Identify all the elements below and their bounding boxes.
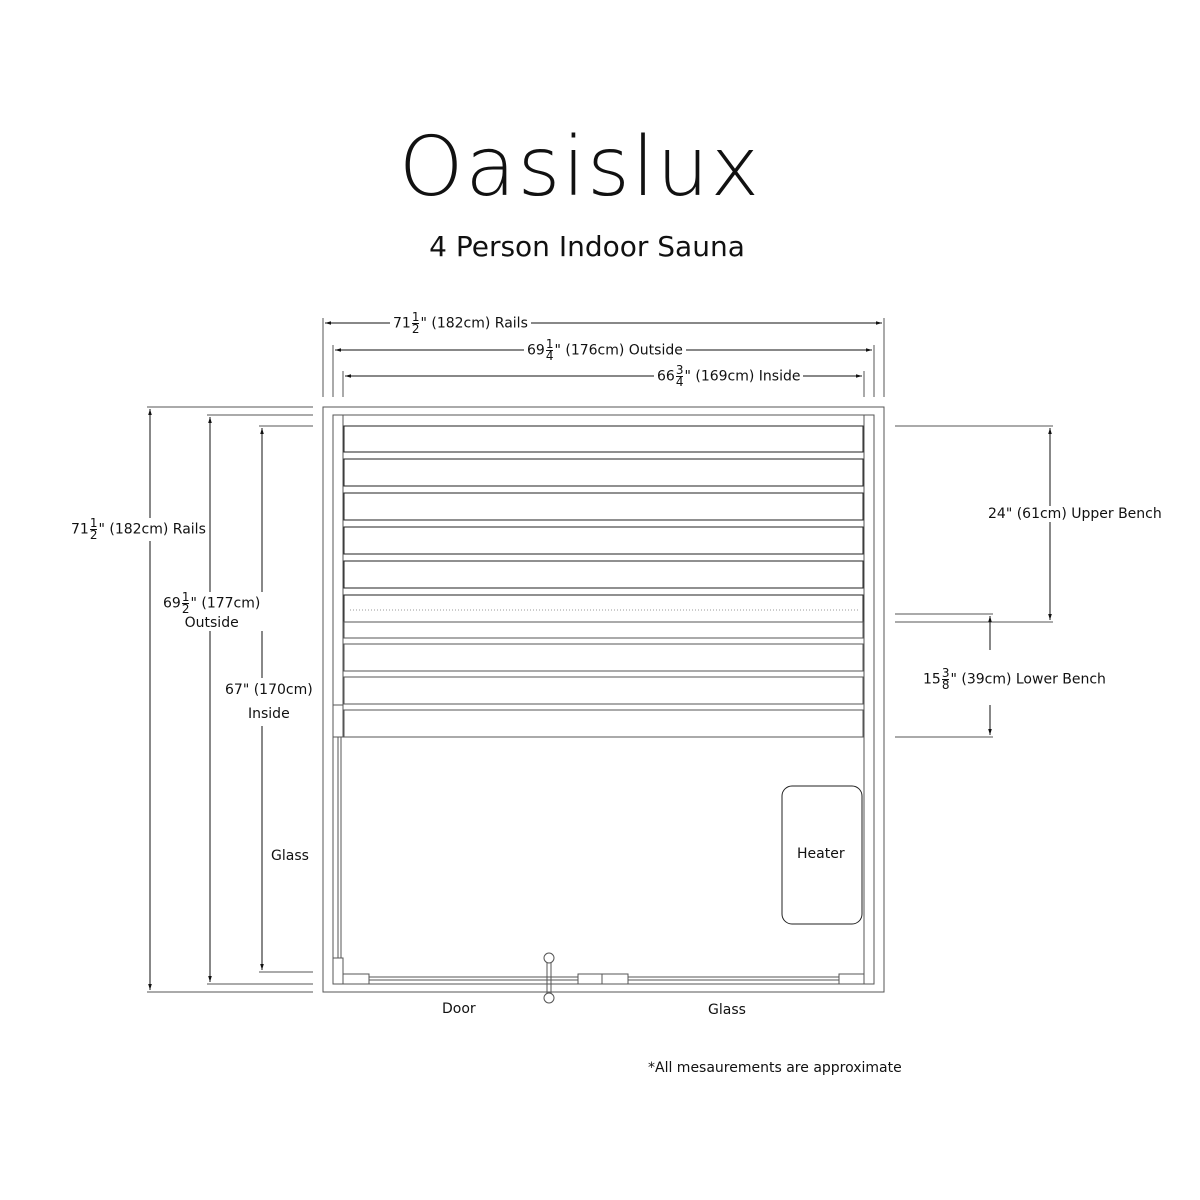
- heater: [781, 785, 863, 925]
- brand-title: Oasislux: [398, 120, 762, 215]
- label-glass-left: Glass: [268, 848, 312, 864]
- door-handle: [543, 952, 555, 1004]
- measurement-note: *All mesaurements are approximate: [648, 1060, 902, 1076]
- label-heater: Heater: [797, 846, 845, 862]
- dim-label-left-inside: 67" (170cm)Inside: [222, 678, 316, 726]
- outer-wall: [322, 406, 885, 993]
- label-glass-front: Glass: [705, 1002, 749, 1018]
- upper-bench: [343, 425, 864, 623]
- product-subtitle: 4 Person Indoor Sauna: [429, 230, 745, 263]
- dim-label-upper-bench: 24" (61cm) Upper Bench: [985, 506, 1165, 522]
- label-door: Door: [439, 1001, 479, 1017]
- lower-bench: [343, 621, 864, 738]
- inner-wall: [332, 414, 875, 985]
